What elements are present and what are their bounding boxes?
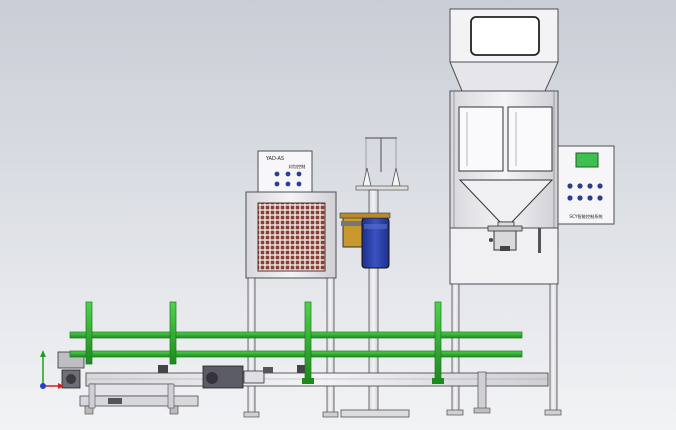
weigh-bin-left: [458, 106, 504, 172]
weigher-leg-right: [549, 283, 558, 415]
weigher-panel-label: SCY智能控制系统: [569, 213, 602, 220]
sewing-base: [340, 409, 410, 418]
drive-motor-left: [57, 351, 85, 389]
rail-post-4: [434, 301, 442, 383]
control-buttons: [567, 183, 603, 201]
control-panel: SCY智能控制系统: [557, 145, 615, 225]
cooling-grille: [257, 202, 326, 272]
cabinet-leg-left: [247, 277, 256, 417]
weigher-leg-left: [451, 283, 460, 415]
cabinet-leg-right: [326, 277, 335, 417]
guide-rails: [69, 301, 523, 384]
weigh-bin-right: [507, 106, 553, 172]
drive-motor-center: [202, 365, 265, 389]
sewing-unit: [339, 137, 410, 418]
sewing-controller: YAD-AS 封包控制: [243, 150, 339, 418]
hopper-funnel: [449, 61, 559, 92]
weighing-unit: [446, 8, 562, 416]
conveyor-base: [89, 383, 173, 397]
hopper-window: [470, 16, 540, 56]
rail-post-3: [304, 301, 312, 383]
control-screen: [575, 152, 599, 168]
controller-subtitle: 封包控制: [289, 163, 306, 170]
guide-rail-upper: [69, 331, 523, 339]
controller-title: YAD-AS: [265, 156, 284, 162]
controller-buttons: [274, 171, 302, 187]
rail-post-2: [169, 301, 177, 365]
rail-post-1: [85, 301, 93, 365]
guide-rail-lower: [69, 350, 523, 358]
xyz-axis-icon: [40, 350, 64, 389]
